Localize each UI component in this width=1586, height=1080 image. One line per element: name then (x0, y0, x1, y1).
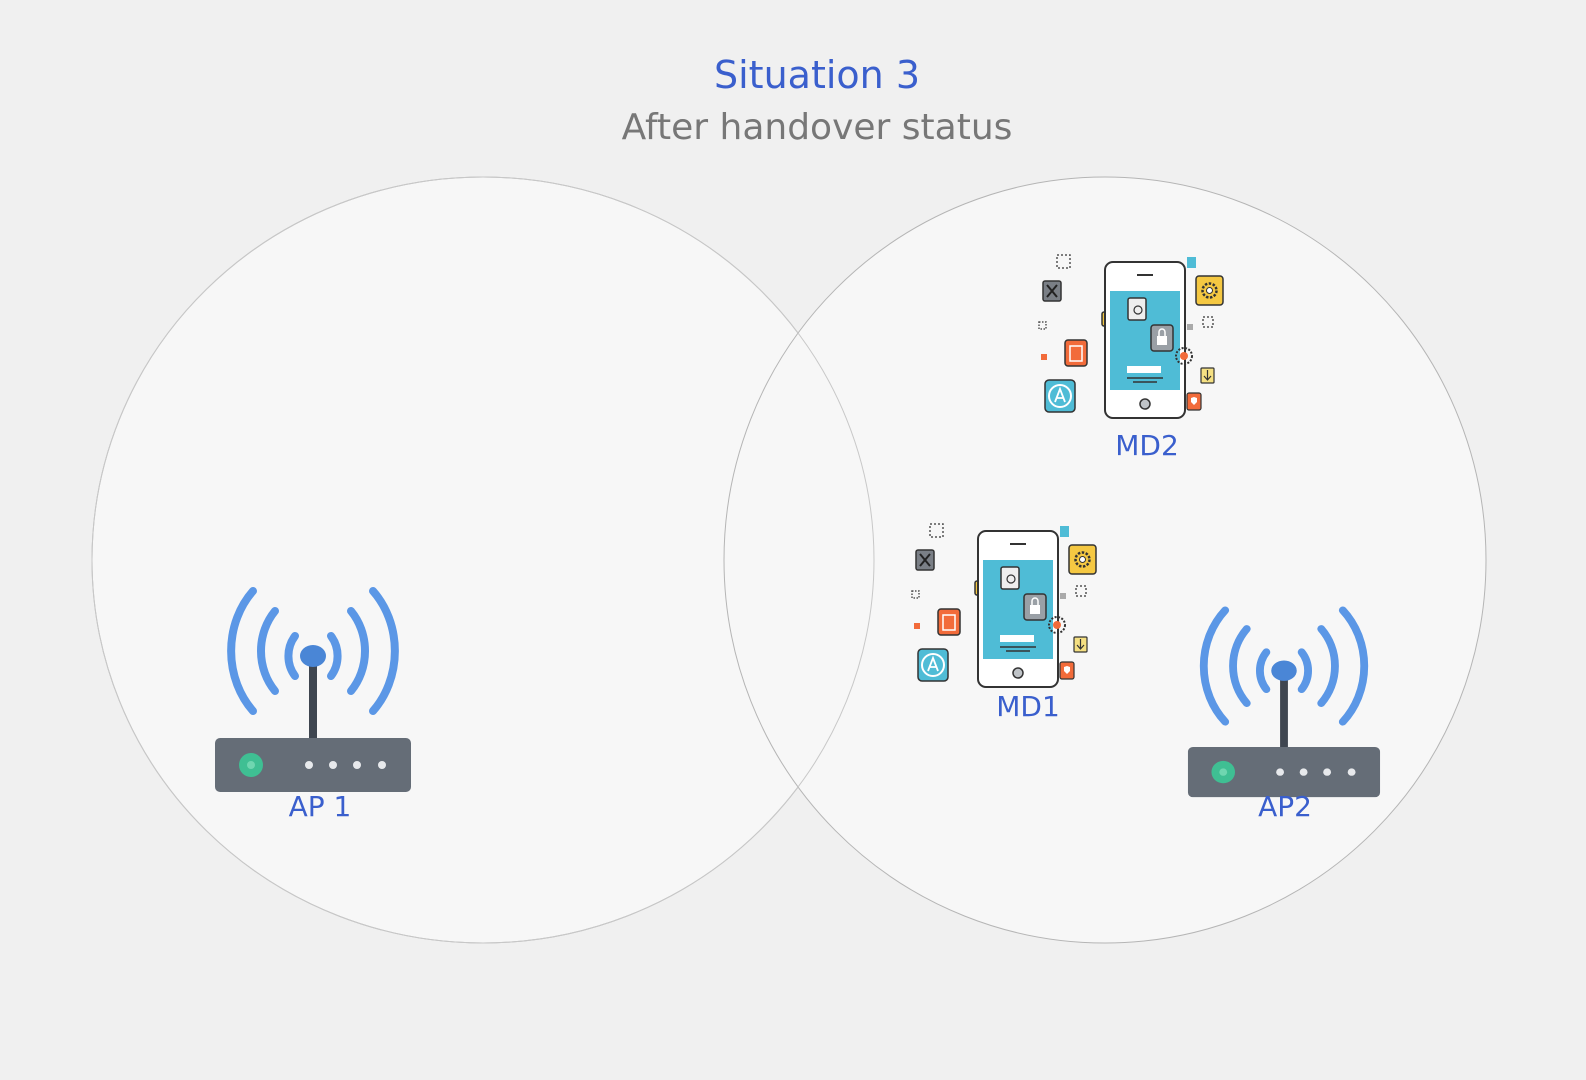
md1-label: MD1 (996, 690, 1060, 723)
diagram-title: Situation 3 (714, 53, 920, 97)
diagram-subtitle: After handover status (621, 107, 1013, 148)
md2-label: MD2 (1115, 429, 1179, 462)
ap1-label: AP 1 (288, 790, 352, 823)
ap2-label: AP2 (1258, 790, 1312, 823)
